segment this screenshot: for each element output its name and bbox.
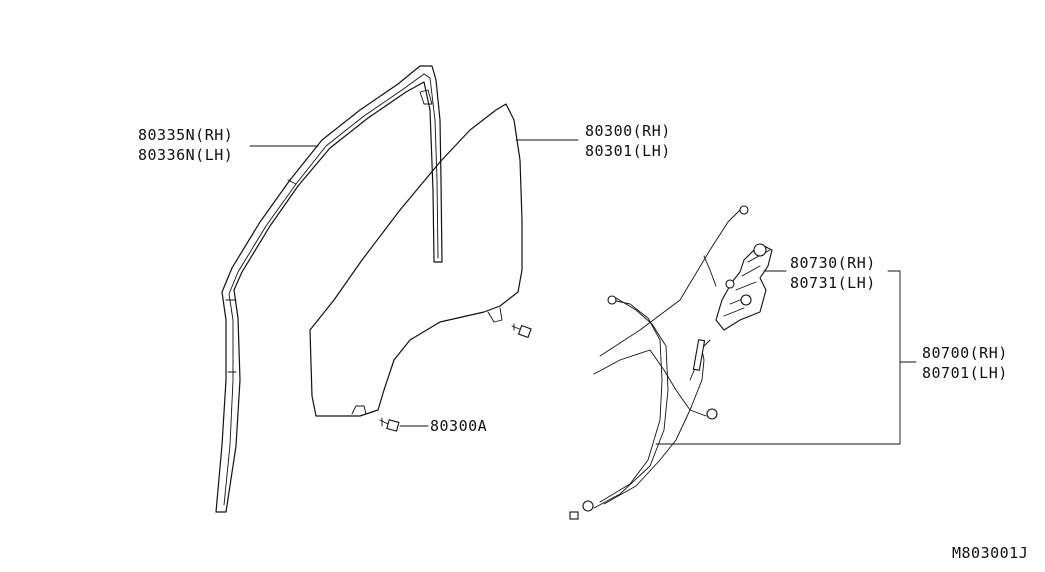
window-regulator (569, 205, 773, 520)
label-80701: 80701(LH) (922, 364, 1008, 382)
door-glass (309, 103, 523, 417)
label-80730: 80730(RH) (790, 254, 876, 272)
label-80731: 80731(LH) (790, 274, 876, 292)
label-80336n: 80336N(LH) (138, 146, 233, 164)
figure-id: M803001J (952, 544, 1028, 562)
label-80300a: 80300A (430, 417, 487, 435)
bolt-80300a-icon (379, 417, 429, 432)
part-labels: 80335N(RH) 80336N(LH) 80300(RH) 80301(LH… (138, 122, 1028, 562)
leader-lines (249, 139, 917, 445)
label-80335n: 80335N(RH) (138, 126, 233, 144)
glass-run-channel (215, 65, 443, 513)
glass-bolt-icon (511, 323, 532, 339)
label-80301: 80301(LH) (585, 142, 671, 160)
label-80300: 80300(RH) (585, 122, 671, 140)
label-80700: 80700(RH) (922, 344, 1008, 362)
